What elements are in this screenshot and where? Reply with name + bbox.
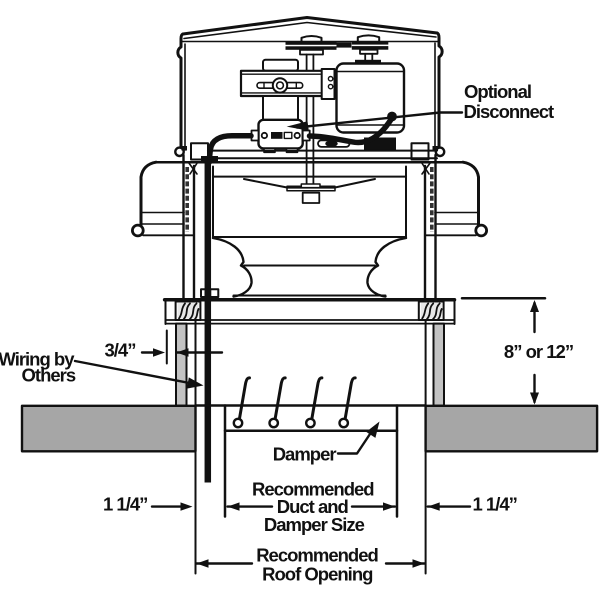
svg-text:Damper: Damper (273, 443, 337, 464)
svg-text:3/4”: 3/4” (105, 340, 136, 361)
svg-text:Disconnect: Disconnect (464, 101, 555, 122)
svg-text:8” or 12”: 8” or 12” (504, 341, 573, 362)
svg-text:Damper Size: Damper Size (264, 514, 365, 535)
svg-text:Roof Opening: Roof Opening (262, 563, 373, 584)
svg-text:Wiring by: Wiring by (0, 348, 75, 369)
svg-text:1 1/4”: 1 1/4” (473, 493, 517, 514)
svg-text:Others: Others (22, 364, 76, 385)
svg-text:Optional: Optional (464, 81, 531, 102)
svg-text:Recommended: Recommended (252, 478, 374, 499)
svg-text:Recommended: Recommended (256, 544, 378, 565)
svg-text:1 1/4”: 1 1/4” (103, 493, 147, 514)
svg-text:Duct and: Duct and (277, 496, 349, 517)
